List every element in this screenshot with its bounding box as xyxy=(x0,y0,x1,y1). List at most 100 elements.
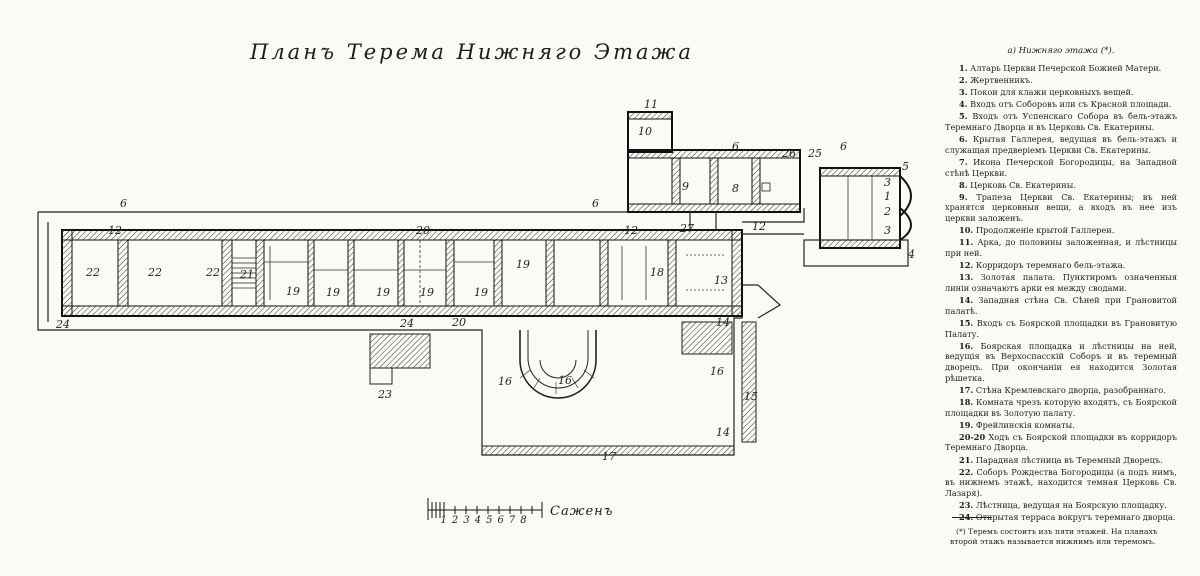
legend-text: Входъ съ Боярской площадки въ Грановитую… xyxy=(945,317,1177,339)
legend: а) Нижняго этажа (*). 1. Алтарь Церкви П… xyxy=(945,46,1177,525)
room-number: 6 xyxy=(120,197,127,210)
room-number: 20 xyxy=(451,316,466,329)
legend-item: 10. Продолженіе крытой Галлереи. xyxy=(945,225,1177,236)
room-number: 23 xyxy=(377,388,392,401)
legend-text: Комната чрезъ которую входятъ, съ Боярск… xyxy=(945,396,1177,418)
legend-item: 6. Крытая Галлерея, ведущая въ бель-этаж… xyxy=(945,134,1177,155)
legend-number: 21. xyxy=(959,454,974,465)
legend-item: 12. Корридоръ теремнаго бель-этажа. xyxy=(945,260,1177,271)
legend-header: а) Нижняго этажа (*). xyxy=(1007,46,1115,56)
legend-number: 5. xyxy=(959,111,968,122)
legend-item: 11. Арка, до половины заложенная, и лѣст… xyxy=(945,237,1177,258)
terrace-outline xyxy=(37,149,801,456)
passage xyxy=(689,208,805,235)
legend-number: 14. xyxy=(959,295,974,306)
legend-text: Западная стѣна Св. Сѣней при Грановитой … xyxy=(945,295,1177,316)
hatched-platforms xyxy=(369,284,782,456)
room-number: 1 xyxy=(884,190,891,203)
room-number: 18 xyxy=(650,266,664,279)
legend-item: 7. Икона Печерской Богородицы, на Западн… xyxy=(945,157,1177,178)
legend-text: Соборъ Рождества Богородицы (а подъ нимъ… xyxy=(945,466,1177,499)
room-numbers: 1 2 3 3 4 5 6 6 6 6 8 9 10 11 12 12 12 1… xyxy=(55,98,915,463)
legend-number: 4. xyxy=(959,99,968,110)
scale-number: 4 xyxy=(474,515,482,526)
legend-item: 8. Церковь Св. Екатерины. xyxy=(945,180,1177,191)
legend-text: Икона Печерской Богородицы, на Западной … xyxy=(945,156,1177,178)
footnote: (*) Теремъ состоитъ изъ пяти этажей. На … xyxy=(950,527,1158,546)
legend-item: 21. Парадная лѣстница въ Теремный Дворец… xyxy=(945,455,1177,466)
church xyxy=(803,167,912,267)
legend-item: 1. Алтарь Церкви Печерской Божией Матери… xyxy=(945,63,1177,74)
legend-text: Входъ отъ Соборовъ или съ Красной площад… xyxy=(970,99,1172,110)
room-number: 17 xyxy=(602,450,616,463)
legend-text: Покои для клажи церковныхъ вещей. xyxy=(970,86,1134,97)
room-number: 16 xyxy=(498,375,512,388)
boyar-stair xyxy=(519,330,597,399)
room-number: 22 xyxy=(147,266,162,279)
room-number: 19 xyxy=(420,286,434,299)
legend-number: 16. xyxy=(959,340,974,351)
building-walls xyxy=(61,229,743,317)
legend-text: Крытая Галлерея, ведущая въ бель-этажъ и… xyxy=(945,134,1177,155)
room-number: 14 xyxy=(716,426,730,439)
scale-number: 1 xyxy=(440,515,447,526)
room-number: 19 xyxy=(376,286,390,299)
legend-number: 9. xyxy=(959,191,968,202)
room-number: 10 xyxy=(638,125,652,138)
room-number: 19 xyxy=(516,258,530,271)
legend-item: 3. Покои для клажи церковныхъ вещей. xyxy=(945,87,1177,98)
room-number: 14 xyxy=(716,316,730,329)
legend-number: 3. xyxy=(959,86,968,97)
legend-item: 14. Западная стѣна Св. Сѣней при Гранови… xyxy=(945,295,1177,316)
room-number: 9 xyxy=(682,180,689,193)
room-number: 3 xyxy=(884,176,891,189)
legend-number: 22. xyxy=(959,466,974,477)
legend-number: 20-20 xyxy=(959,431,986,442)
scale-unit-label: Саженъ xyxy=(550,504,614,519)
room-number: 19 xyxy=(286,285,300,298)
legend-item: 9. Трапеза Церкви Св. Екатерины; въ ней … xyxy=(945,192,1177,224)
room-number: 6 xyxy=(840,140,847,153)
legend-text: Алтарь Церкви Печерской Божией Матери. xyxy=(970,62,1162,73)
legend-item: 15. Входъ съ Боярской площадки въ Гранов… xyxy=(945,318,1177,339)
legend-number: 23. xyxy=(959,500,974,511)
footnote-rule xyxy=(952,517,992,518)
legend-number: 10. xyxy=(959,225,974,236)
legend-text: Боярская площадка и лѣстницы на ней, вед… xyxy=(945,340,1178,383)
legend-text: Арка, до половины заложенная, и лѣстницы… xyxy=(945,237,1177,259)
legend-number: 18. xyxy=(959,396,974,407)
scale-number: 3 xyxy=(463,515,470,526)
scale-number: 6 xyxy=(497,515,504,526)
legend-number: 8. xyxy=(959,179,968,190)
legend-text: Стѣна Кремлевскаго дворца, разобраннаго. xyxy=(975,384,1166,395)
room-number: 3 xyxy=(884,224,891,237)
room-number: 4 xyxy=(907,248,915,261)
legend-text: Продолженіе крытой Галлереи. xyxy=(975,225,1115,236)
room-number: 12 xyxy=(624,224,638,237)
room-number: 16 xyxy=(558,374,572,387)
legend-number: 12. xyxy=(959,260,974,271)
legend-text: Фрейлинскія комнаты. xyxy=(975,419,1075,430)
legend-text: Ходъ съ Боярской площадки въ корридоръ Т… xyxy=(945,431,1177,453)
room-number: 24 xyxy=(55,318,70,331)
room-number: 15 xyxy=(744,390,758,403)
legend-number: 7. xyxy=(959,156,968,167)
legend-number: 1. xyxy=(959,62,968,73)
legend-item: 17. Стѣна Кремлевскаго дворца, разобранн… xyxy=(945,385,1177,396)
room-number: 25 xyxy=(807,147,822,160)
legend-text: Открытая терраса вокругъ теремнаго дворц… xyxy=(975,512,1176,523)
room-number: 22 xyxy=(205,266,220,279)
legend-text: Трапеза Церкви Св. Екатерины; въ ней хра… xyxy=(945,191,1177,224)
legend-item: 16. Боярская площадка и лѣстницы на ней,… xyxy=(945,341,1177,383)
legend-text: Входъ отъ Успенскаго Собора въ бель-этаж… xyxy=(945,111,1177,132)
legend-items: 1. Алтарь Церкви Печерской Божией Матери… xyxy=(945,63,1177,523)
room-number: 19 xyxy=(326,286,340,299)
plan-title: Планъ Терема Нижняго Этажа xyxy=(250,40,694,64)
room-number: 12 xyxy=(108,224,122,237)
scale-number: 2 xyxy=(451,515,459,526)
room-number: 2 xyxy=(883,205,891,218)
legend-item: 2. Жертвенникъ. xyxy=(945,75,1177,86)
legend-text: Парадная лѣстница въ Теремный Дворецъ. xyxy=(975,454,1163,465)
room-number: 6 xyxy=(732,140,739,153)
